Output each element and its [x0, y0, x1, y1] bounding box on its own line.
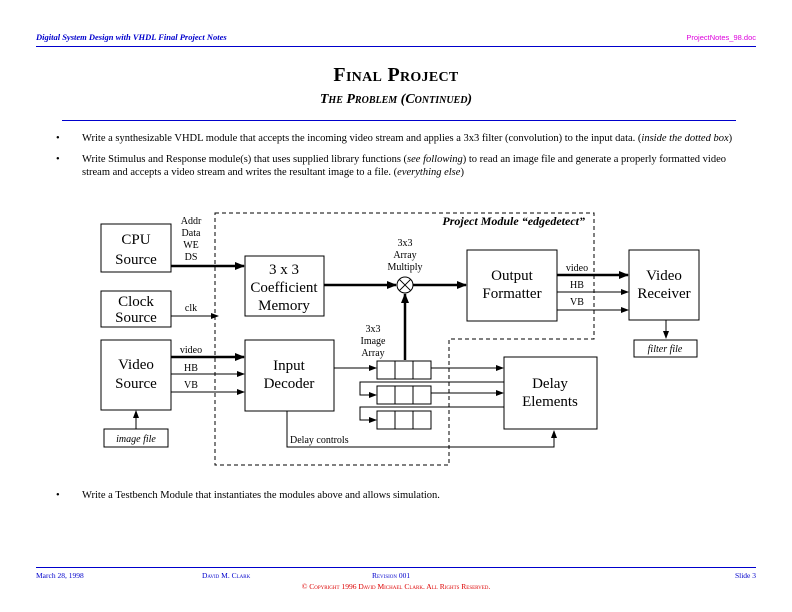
page-title: Final Project — [333, 64, 459, 86]
delay-to-row2-wire — [359, 381, 504, 398]
out-hb-label: HB — [570, 280, 584, 291]
array-multiply-label: 3x3 Array Multiply — [387, 238, 422, 273]
output-formatter-block: Output Formatter — [466, 249, 558, 322]
title-rule — [62, 120, 736, 121]
input-decoder-block: Input Decoder — [244, 339, 335, 412]
image-array-row — [376, 385, 432, 405]
footer-date: March 28, 1998 — [36, 571, 84, 580]
svg-text:Data: Data — [182, 228, 201, 239]
svg-text:Multiply: Multiply — [387, 262, 422, 273]
delay-controls-wire — [286, 411, 557, 448]
multiply-icon — [396, 276, 414, 294]
svg-text:DS: DS — [185, 252, 198, 263]
svg-text:CPU: CPU — [121, 232, 150, 248]
image-array-row — [376, 410, 432, 430]
svg-text:Output: Output — [491, 268, 534, 284]
svg-text:Addr: Addr — [181, 216, 202, 227]
svg-text:filter file: filter file — [648, 344, 683, 355]
footer-slide-number: Slide 3 — [734, 571, 756, 580]
filter-file-box: filter file — [633, 339, 698, 358]
cpu-bus-label: Addr Data WE DS — [181, 216, 202, 263]
footer-revision: Revision 001 — [372, 571, 411, 580]
bullet-list: • Write a Testbench Module that instanti… — [56, 489, 756, 510]
svg-text:Image: Image — [361, 336, 387, 347]
svg-text:Source: Source — [115, 252, 157, 268]
svg-text:3x3: 3x3 — [366, 324, 381, 335]
svg-text:Array: Array — [361, 348, 384, 359]
svg-text:WE: WE — [183, 240, 199, 251]
project-module-label: Project Module “edgedetect” — [442, 214, 585, 228]
coefficient-memory-block: 3 x 3 Coefficient Memory — [244, 255, 325, 317]
svg-text:Receiver: Receiver — [637, 286, 690, 302]
out-video-label: video — [566, 263, 588, 274]
page-subtitle: The Problem (Continued) — [319, 92, 473, 107]
svg-text:3 x 3: 3 x 3 — [269, 262, 299, 278]
video-receiver-block: Video Receiver — [628, 249, 700, 321]
footer-rule — [36, 567, 756, 568]
hb-label: HB — [184, 363, 198, 374]
bullet-icon: • — [56, 490, 60, 501]
clock-source-block: Clock Source — [100, 290, 172, 328]
document-header-title: Digital System Design with VHDL Final Pr… — [36, 32, 227, 42]
vb-label: VB — [184, 380, 198, 391]
out-vb-label: VB — [570, 297, 584, 308]
bullet-icon: • — [56, 133, 60, 144]
copyright-notice: © Copyright 1996 David Michael Clark. Al… — [301, 582, 491, 591]
svg-text:Input: Input — [273, 358, 305, 374]
video-label: video — [180, 345, 202, 356]
header-rule — [36, 46, 756, 47]
cpu-source-block: CPU Source — [100, 223, 172, 273]
clk-label: clk — [185, 303, 197, 314]
svg-text:image file: image file — [116, 434, 156, 445]
svg-text:Formatter: Formatter — [482, 286, 541, 302]
svg-text:Decoder: Decoder — [264, 376, 315, 392]
delay-to-row3-wire — [359, 406, 504, 423]
svg-text:Elements: Elements — [522, 394, 578, 410]
project-module-boundary — [214, 212, 595, 466]
video-source-block: Video Source — [100, 339, 172, 411]
svg-text:Memory: Memory — [258, 298, 310, 314]
footer-author: David M. Clark — [202, 571, 251, 580]
image-array-row — [376, 360, 432, 380]
svg-text:Delay: Delay — [532, 376, 568, 392]
bullet-item: • Write Stimulus and Response module(s) … — [56, 154, 727, 178]
svg-text:Video: Video — [646, 268, 682, 284]
bullet-item: • Write a synthesizable VHDL module that… — [56, 133, 733, 144]
bullet-item: • Write a Testbench Module that instanti… — [56, 490, 440, 501]
bullet-list: • Write a synthesizable VHDL module that… — [56, 132, 756, 187]
svg-text:Source: Source — [115, 310, 157, 326]
image-array-label: 3x3 Image Array — [361, 324, 387, 359]
document-filename: ProjectNotes_98.doc — [686, 33, 756, 42]
svg-text:Array: Array — [393, 250, 416, 261]
delay-elements-block: Delay Elements — [503, 356, 598, 430]
bullet-icon: • — [56, 154, 60, 165]
svg-text:Clock: Clock — [118, 294, 154, 310]
svg-text:Coefficient: Coefficient — [250, 280, 318, 296]
svg-text:Video: Video — [118, 357, 154, 373]
image-file-box: image file — [103, 428, 169, 448]
svg-text:Source: Source — [115, 376, 157, 392]
delay-controls-label: Delay controls — [290, 435, 349, 446]
svg-text:3x3: 3x3 — [398, 238, 413, 249]
